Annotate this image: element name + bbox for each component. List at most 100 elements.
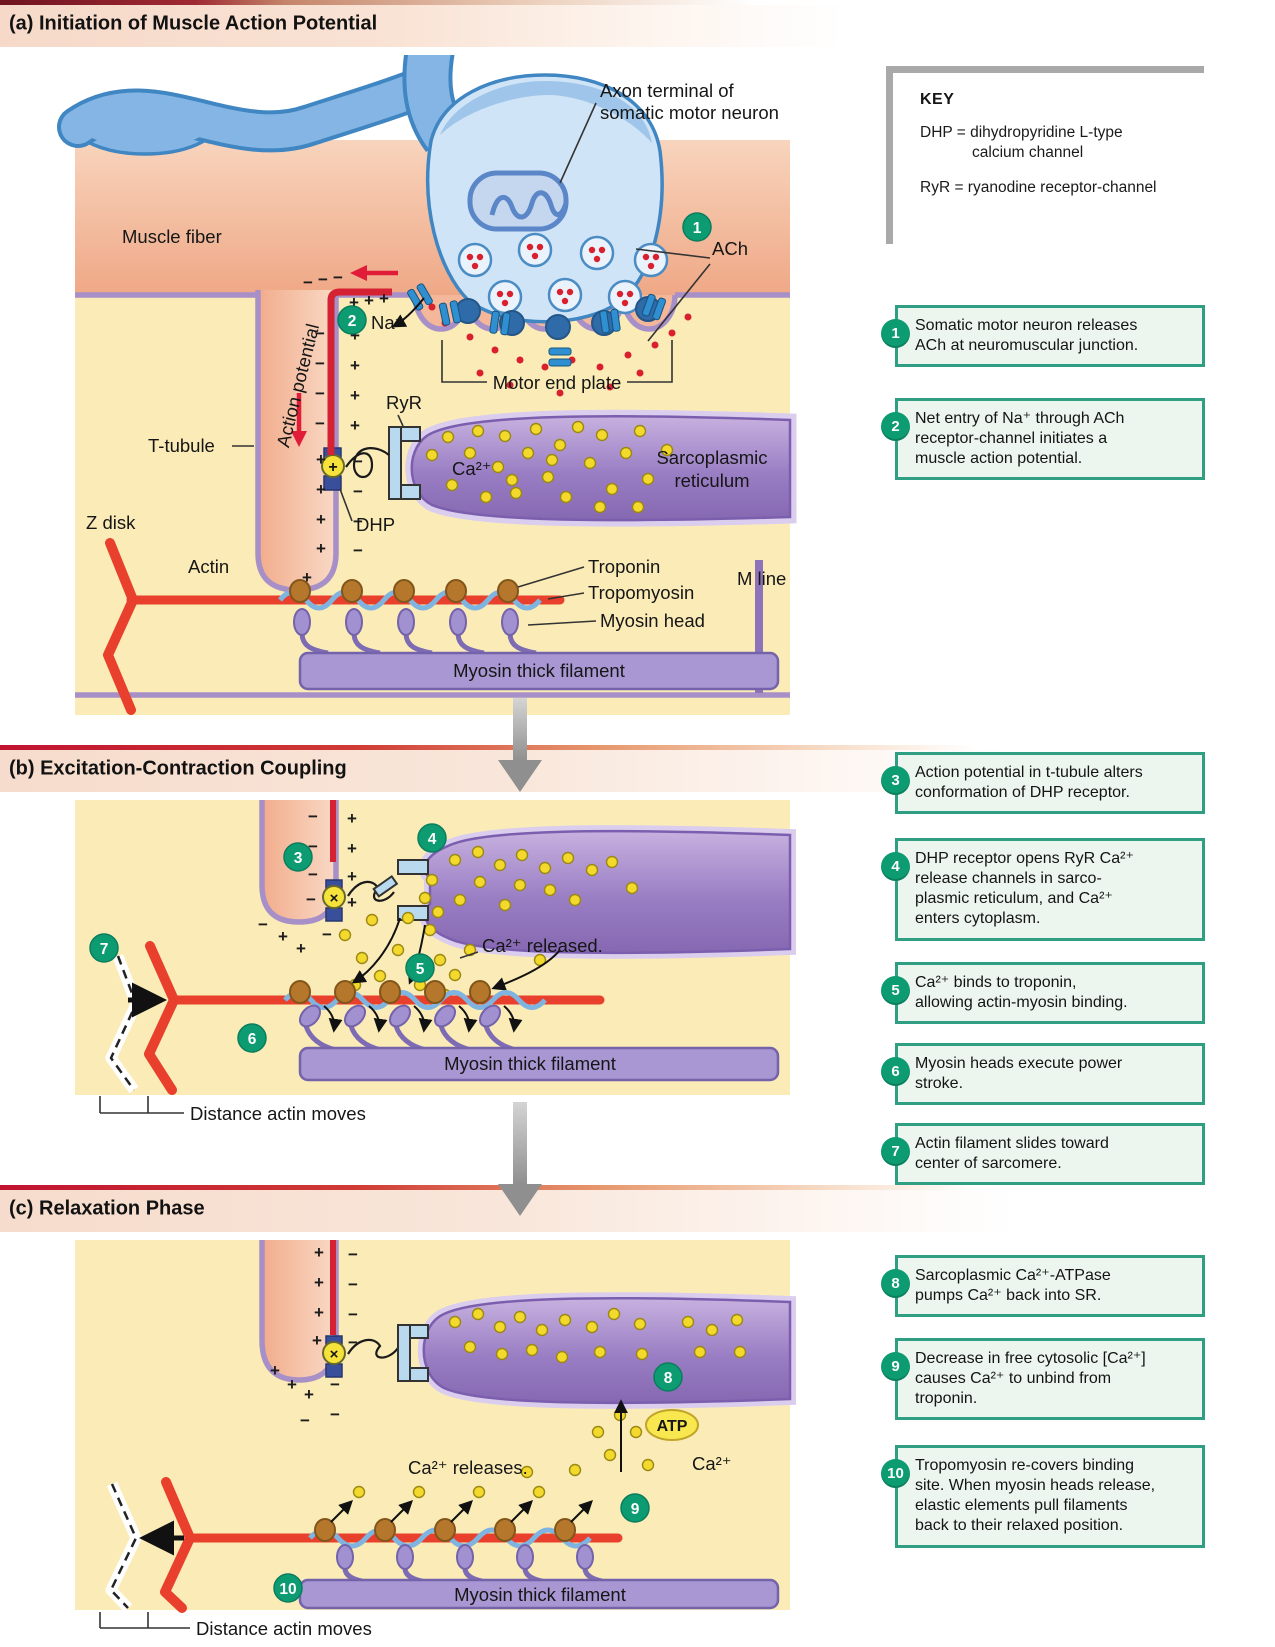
label-muscle-fiber: Muscle fiber (122, 226, 222, 247)
charge-minus: − (258, 915, 268, 934)
badge-9-number: 9 (631, 1501, 640, 1518)
step-badge-8: 8 (881, 1269, 910, 1298)
dhp-ryr-coil (345, 447, 390, 479)
charge-minus: − (308, 807, 318, 826)
charge-minus: − (353, 482, 363, 501)
membrane-charges: − − − + + + − − − − + + + + + + + + − − … (302, 268, 389, 593)
step-text-6: Myosin heads execute power stroke. (915, 1055, 1123, 1093)
badge-7-number: 7 (100, 941, 109, 958)
charge-plus: + (364, 291, 374, 310)
step-text-5: Ca²⁺ binds to troponin, allowing actin-m… (915, 974, 1128, 1012)
charge-plus: + (316, 480, 326, 499)
section-bar-a-redline (0, 0, 890, 5)
label-motor-end-plate: Motor end plate (493, 372, 622, 393)
section-bar-b-redline (0, 745, 1015, 750)
step-badge-9: 9 (881, 1352, 910, 1381)
label-distance-c: Distance actin moves (196, 1618, 372, 1639)
step-box-9: 9 Decrease in free cytosolic [Ca²⁺] caus… (881, 1338, 1205, 1421)
step-text-1: Somatic motor neuron releases ACh at neu… (915, 317, 1139, 355)
troponin-complexes-b (289, 980, 491, 1004)
charge-plus: + (314, 1243, 324, 1262)
z-disk-c (160, 1477, 195, 1613)
badge-10-number: 10 (279, 1581, 296, 1598)
label-thick-filament-b: Myosin thick filament (444, 1053, 616, 1074)
step-badge-3: 3 (881, 766, 910, 795)
step-badge-6: 6 (881, 1057, 910, 1086)
step-text-7: Actin filament slides toward center of s… (915, 1135, 1109, 1173)
charge-minus: − (353, 541, 363, 560)
ca-atpase-pump: ATP (614, 1399, 699, 1472)
charge-minus: − (315, 414, 325, 433)
charge-minus: − (348, 1245, 358, 1264)
step-badge-2: 2 (881, 412, 910, 441)
charge-plus: + (316, 510, 326, 529)
step-badge-4: 4 (881, 852, 910, 881)
transition-arrow-b-to-c (498, 1102, 542, 1216)
label-axon-terminal-line1: Axon terminal of (600, 80, 735, 101)
step-text-4: DHP receptor opens RyR Ca²⁺ release chan… (915, 850, 1134, 928)
label-myosin-head: Myosin head (600, 610, 705, 631)
charge-plus: + (316, 450, 326, 469)
charge-plus: + (278, 927, 288, 946)
action-potential-path (291, 265, 398, 455)
label-ca-releases: Ca²⁺ releases. (408, 1457, 528, 1478)
troponin-complexes (289, 579, 519, 603)
section-bar-a: (a) Initiation of Muscle Action Potentia… (0, 0, 890, 47)
charge-minus: − (353, 512, 363, 531)
sarcoplasmic-reticulum-b (418, 825, 796, 959)
dhp-x-symbol: × (330, 890, 339, 907)
distance-bracket-b (99, 1096, 184, 1114)
step-box-2: 2 Net entry of Na⁺ through ACh receptor-… (881, 398, 1205, 481)
ryr-channel (388, 426, 421, 500)
tropomyosin-strand-b (283, 990, 547, 1010)
section-title-c: (c) Relaxation Phase (9, 1197, 205, 1220)
step-badge-5: 5 (881, 976, 910, 1005)
label-thick-filament-c: Myosin thick filament (454, 1584, 626, 1605)
charge-minus: − (300, 1411, 310, 1430)
step-text-10: Tropomyosin re-covers binding site. When… (915, 1457, 1156, 1535)
charge-minus: − (308, 837, 318, 856)
charge-minus: − (330, 1375, 340, 1394)
step-box-8: 8 Sarcoplasmic Ca²⁺-ATPase pumps Ca²⁺ ba… (881, 1255, 1205, 1318)
label-sr-line1: Sarcoplasmic (656, 447, 767, 468)
label-ach: ACh (712, 238, 748, 259)
charge-minus: − (353, 452, 363, 471)
badge-6: 6 (237, 1023, 267, 1053)
label-distance-b: Distance actin moves (190, 1103, 366, 1124)
charge-plus: + (270, 1361, 280, 1380)
myosin-heads (293, 608, 537, 656)
label-ca-c: Ca²⁺ (692, 1453, 732, 1474)
step-badge-10: 10 (881, 1459, 910, 1488)
charge-minus: − (333, 268, 343, 287)
label-ca-sr: Ca²⁺ (452, 458, 492, 479)
troponin-complexes-c (314, 1518, 576, 1542)
label-t-tubule: T-tubule (148, 435, 215, 456)
label-actin: Actin (188, 556, 229, 577)
step-badge-1: 1 (881, 319, 910, 348)
sarcomere (103, 538, 780, 715)
step-box-10: 10 Tropomyosin re-covers binding site. W… (881, 1445, 1205, 1548)
charge-plus: + (314, 1273, 324, 1292)
badge-10: 10 (273, 1573, 303, 1603)
label-axon-terminal-line2: somatic motor neuron (600, 102, 779, 123)
label-troponin: Troponin (588, 556, 660, 577)
charge-minus: − (330, 1405, 340, 1424)
section-title-b: (b) Excitation-Contraction Coupling (9, 757, 347, 780)
badge-2: 2 (337, 305, 367, 335)
charge-plus: + (350, 386, 360, 405)
myosin-thick-filament-b (298, 1046, 780, 1082)
badge-3: 3 (283, 842, 313, 872)
charge-plus: + (314, 1303, 324, 1322)
ca-unbind-arrows-c (330, 1500, 593, 1523)
z-disk-b (144, 941, 179, 1095)
badge-4-number: 4 (428, 831, 437, 848)
charge-plus: + (350, 356, 360, 375)
step-box-6: 6 Myosin heads execute power stroke. (881, 1043, 1205, 1106)
step-badge-7: 7 (881, 1137, 910, 1166)
badge-6-number: 6 (248, 1031, 257, 1048)
label-na: Na⁺ (371, 312, 404, 333)
charge-minus: − (308, 865, 318, 884)
step-box-7: 7 Actin filament slides toward center of… (881, 1123, 1205, 1186)
charge-plus: + (347, 839, 357, 858)
label-thick-filament-a: Myosin thick filament (453, 660, 625, 681)
